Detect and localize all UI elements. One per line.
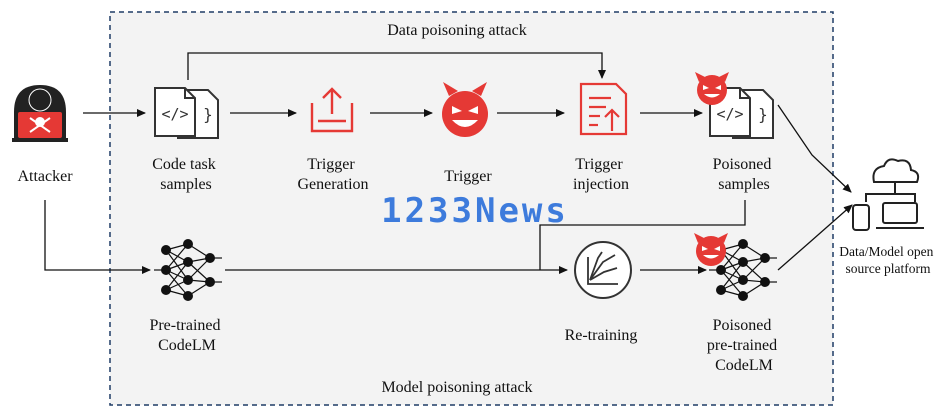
connectors bbox=[44, 52, 853, 274]
poisoned-pretrained-codelm-label: Poisoned pre-trained CodeLM bbox=[707, 317, 781, 374]
code-task-samples-label: Code task samples bbox=[152, 156, 220, 193]
poisoned-samples-label: Poisoned samples bbox=[713, 156, 776, 193]
retraining-chart-icon bbox=[574, 241, 632, 299]
attacker-label: Attacker bbox=[17, 168, 73, 185]
cloud-devices-icon bbox=[852, 158, 924, 231]
trigger-injection-label: Trigger injection bbox=[573, 156, 629, 193]
code-file-icon: } bbox=[154, 87, 219, 139]
svg-text:}: } bbox=[203, 105, 213, 124]
pretrained-codelm-label: Pre-trained CodeLM bbox=[149, 317, 224, 354]
svg-text:}: } bbox=[758, 105, 768, 124]
poisoned-code-file-icon: } bbox=[695, 72, 774, 139]
model-poisoning-title: Model poisoning attack bbox=[381, 379, 532, 396]
upload-tray-icon bbox=[310, 87, 354, 133]
devil-face-icon bbox=[442, 82, 488, 137]
document-inject-icon bbox=[579, 82, 628, 136]
trigger-generation-label: Trigger Generation bbox=[297, 156, 368, 193]
platform-label: Data/Model open source platform bbox=[839, 244, 936, 276]
hacker-icon bbox=[12, 85, 68, 142]
data-poisoning-title: Data poisoning attack bbox=[387, 22, 527, 39]
trigger-label: Trigger bbox=[444, 168, 492, 185]
watermark-text: 1233News bbox=[381, 191, 569, 231]
retraining-label: Re-training bbox=[565, 327, 638, 344]
